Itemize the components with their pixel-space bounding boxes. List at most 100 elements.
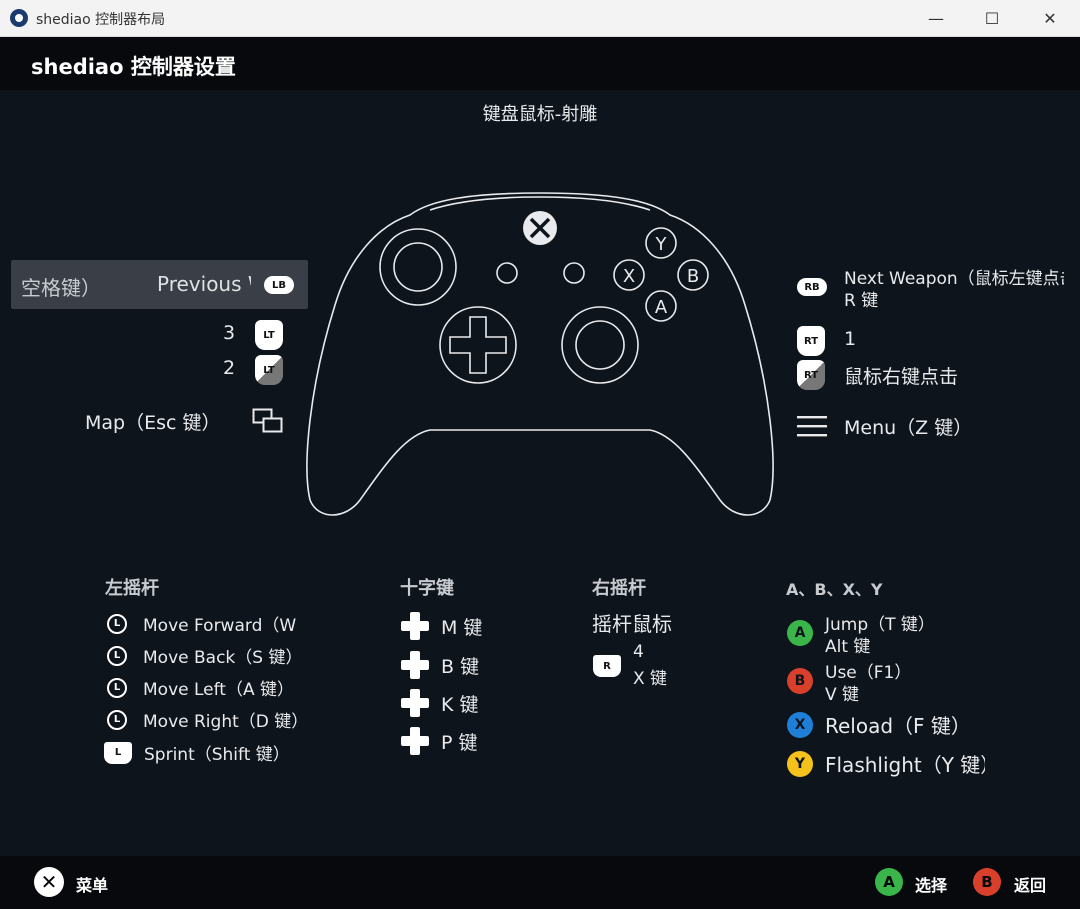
- xbox-logo-icon[interactable]: ✕: [34, 867, 64, 897]
- view-binding-label: Map（Esc 键）: [85, 412, 221, 434]
- lb-binding-row[interactable]: 空格键） Previous Weapon LB: [11, 260, 308, 309]
- controller-illustration: Y X B A: [306, 192, 774, 516]
- footer-back-label[interactable]: 返回: [1014, 876, 1047, 895]
- dpad-item-right[interactable]: P 键: [401, 727, 478, 755]
- face-b-shape: [677, 259, 709, 291]
- lt-full-value: 3: [223, 322, 236, 344]
- face-buttons-title: A、B、X、Y: [786, 580, 883, 599]
- lt-soft-glyph: LT: [255, 355, 283, 385]
- dpad-item-up[interactable]: M 键: [401, 612, 482, 640]
- lb-glyph: LB: [264, 276, 294, 294]
- right-stick-outer: [561, 306, 639, 384]
- left-stick-inner: [393, 242, 443, 292]
- left-stick-right-label: Move Right（D 键）: [143, 712, 297, 732]
- face-item-a[interactable]: A: [787, 620, 825, 646]
- window-title: shediao 控制器布局: [36, 12, 166, 28]
- left-stick-click-icon: L: [104, 741, 132, 764]
- lb-binding-text-b: Previous Weapon: [157, 272, 251, 296]
- rt-soft-glyph: RT: [797, 360, 825, 390]
- footer-menu-label[interactable]: 菜单: [76, 876, 109, 895]
- layout-name: 键盘鼠标-射雕: [482, 104, 598, 125]
- left-stick-down-icon: L: [107, 645, 127, 666]
- left-stick-item-back[interactable]: L Move Back（S 键）: [107, 643, 297, 668]
- lt-soft-value: 2: [223, 357, 236, 379]
- dpad-left-label: K 键: [441, 693, 479, 716]
- face-item-b[interactable]: B: [787, 668, 825, 694]
- left-stick-back-label: Move Back（S 键）: [143, 648, 297, 668]
- dpad-left-icon: [401, 689, 429, 717]
- face-x-label: Reload（F 键）: [825, 714, 971, 738]
- face-b-line2: V 键: [825, 685, 860, 705]
- rt-soft-label: 鼠标右键点击: [844, 366, 959, 388]
- left-stick-left-icon: L: [107, 677, 127, 698]
- left-stick-outer: [379, 228, 457, 306]
- controller-layout-view: 键盘鼠标-射雕 Y X: [0, 90, 1080, 856]
- dpad-down-icon: [401, 651, 429, 679]
- left-stick-sprint-label: Sprint（Shift 键）: [144, 745, 290, 765]
- right-stick-click-line2: X 键: [633, 669, 668, 689]
- left-stick-item-forward[interactable]: L Move Forward（W 键）: [107, 611, 297, 636]
- controller-body-outline: [306, 192, 774, 516]
- footer-bar: ✕ 菜单 A 选择 B 返回: [0, 856, 1080, 909]
- face-item-y[interactable]: Y Flashlight（Y 键）: [787, 749, 985, 778]
- left-stick-title: 左摇杆: [105, 578, 159, 599]
- page-header: shediao 控制器设置: [0, 37, 1080, 90]
- face-x-icon: X: [787, 711, 813, 738]
- footer-back-icon[interactable]: B: [973, 868, 1001, 896]
- close-button[interactable]: ✕: [1043, 9, 1057, 28]
- lt-full-glyph: LT: [255, 320, 283, 350]
- rt-full-value: 1: [844, 328, 857, 350]
- face-y-label: Flashlight（Y 键）: [825, 753, 985, 777]
- right-stick-click-icon: R: [593, 655, 621, 677]
- steam-icon: [10, 9, 28, 27]
- menu-binding-label: Menu（Z 键）: [844, 417, 973, 439]
- left-stick-item-left[interactable]: L Move Left（A 键）: [107, 675, 297, 700]
- page-title: shediao 控制器设置: [31, 55, 236, 79]
- menu-button-shape: [563, 262, 585, 284]
- rb-binding-line1: Next Weapon（鼠标左键点击）: [844, 269, 1064, 289]
- face-y-letter: Y: [655, 234, 668, 255]
- dpad-outer: [439, 306, 517, 384]
- left-stick-item-sprint[interactable]: L Sprint（Shift 键）: [104, 740, 304, 765]
- rt-full-glyph: RT: [797, 326, 825, 356]
- maximize-button[interactable]: ☐: [984, 9, 1000, 28]
- face-b-line1: Use（F1）: [825, 663, 912, 683]
- view-button-shape: [496, 262, 518, 284]
- face-a-letter: A: [655, 297, 668, 318]
- right-stick-title: 右摇杆: [592, 578, 646, 599]
- left-stick-item-right[interactable]: L Move Right（D 键）: [107, 707, 297, 732]
- left-stick-left-label: Move Left（A 键）: [143, 680, 295, 700]
- rb-glyph: RB: [797, 278, 827, 296]
- face-x-letter: X: [623, 266, 635, 287]
- right-stick-mode[interactable]: 摇杆鼠标: [592, 612, 672, 636]
- dpad-cross: [449, 316, 507, 374]
- footer-select-label[interactable]: 选择: [915, 876, 948, 895]
- right-stick-inner: [575, 320, 625, 370]
- view-icon: [252, 408, 283, 433]
- dpad-up-label: M 键: [441, 616, 483, 639]
- face-x-shape: [613, 259, 645, 291]
- face-y-icon: Y: [787, 750, 813, 777]
- dpad-item-down[interactable]: B 键: [401, 651, 479, 679]
- dpad-item-left[interactable]: K 键: [401, 689, 479, 717]
- footer-select-icon[interactable]: A: [875, 868, 903, 896]
- left-stick-forward-label: Move Forward（W 键）: [143, 616, 297, 636]
- face-a-icon: A: [787, 620, 813, 646]
- left-stick-right-icon: L: [107, 709, 127, 730]
- face-a-line1: Jump（T 键）: [825, 615, 935, 635]
- face-y-shape: [645, 227, 677, 259]
- rb-binding-line2: R 键: [844, 291, 879, 311]
- face-item-x[interactable]: X Reload（F 键）: [787, 710, 985, 739]
- dpad-right-icon: [401, 727, 429, 755]
- face-a-shape: [645, 290, 677, 322]
- right-stick-click-line1: 4: [633, 642, 644, 662]
- face-b-letter: B: [687, 266, 699, 287]
- hamburger-icon: [797, 416, 827, 437]
- left-stick-up-icon: L: [107, 613, 127, 634]
- dpad-right-label: P 键: [441, 731, 478, 754]
- dpad-up-icon: [401, 612, 429, 640]
- face-a-line2: Alt 键: [825, 637, 871, 657]
- dpad-down-label: B 键: [441, 655, 480, 678]
- minimize-button[interactable]: —: [928, 9, 944, 28]
- face-b-icon: B: [787, 668, 813, 694]
